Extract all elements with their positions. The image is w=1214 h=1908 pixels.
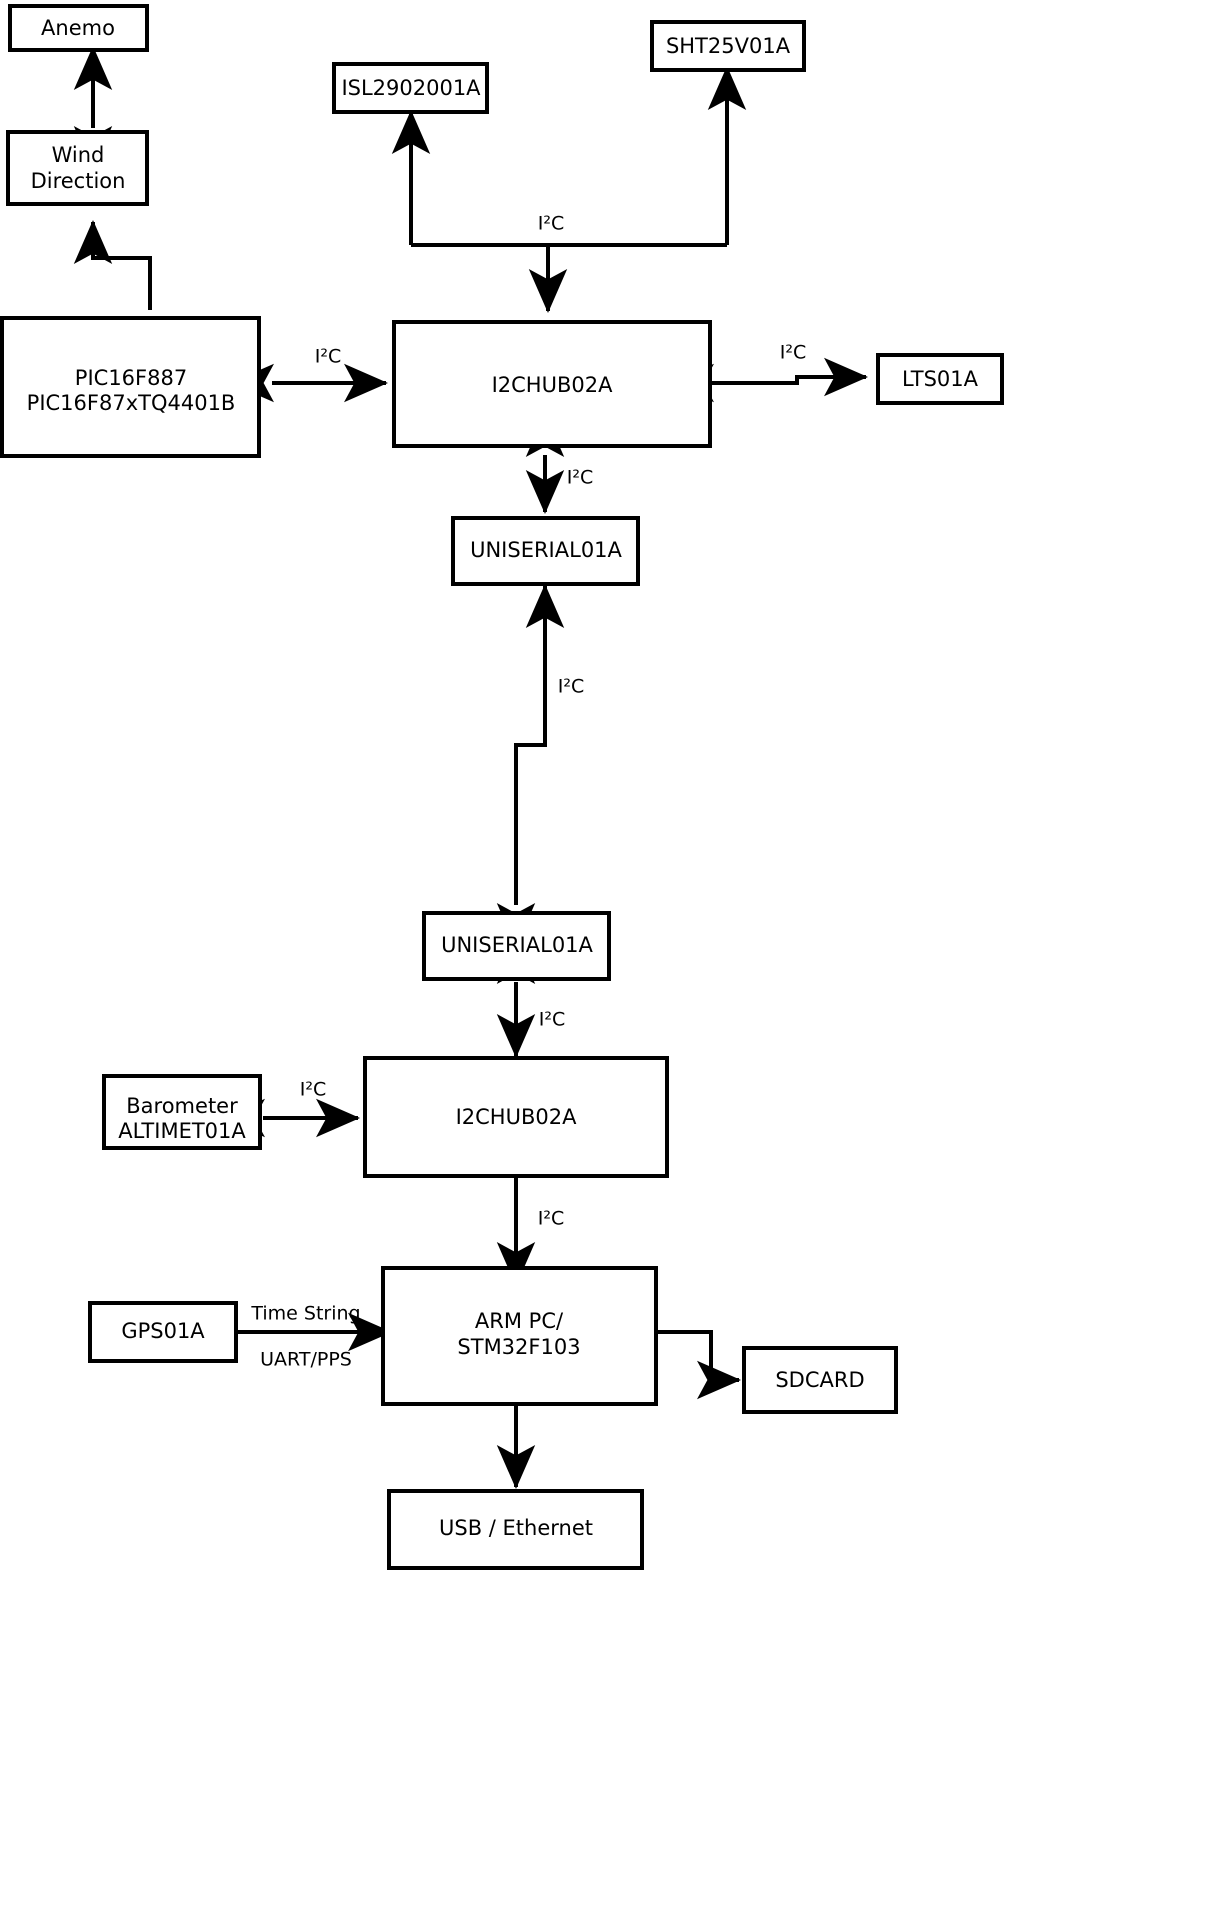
edge-label-i2c: I²C [538, 1208, 565, 1230]
edge-label-i2c: I²C [558, 676, 585, 698]
node-box[interactable] [422, 911, 611, 981]
node-box[interactable] [451, 516, 640, 586]
edge-line [670, 357, 868, 403]
node-label-wind-line1: Wind [52, 143, 105, 167]
edge-label-i2c: I²C [315, 346, 342, 368]
edge-label-i2c: I²C [300, 1079, 327, 1101]
edge-pic-wind [73, 220, 152, 310]
node-label-gps: GPS01A [121, 1319, 205, 1343]
node-box[interactable] [88, 1301, 238, 1363]
node-uniserial01a-bottom[interactable]: UNISERIAL01A [422, 911, 611, 981]
node-barometer-altimet01a[interactable]: Barometer ALTIMET01A [102, 1074, 262, 1150]
edge-label-time-string: Time String [250, 1303, 360, 1325]
node-sht25v01a[interactable]: SHT25V01A [650, 20, 806, 72]
node-label-uni-bottom: UNISERIAL01A [441, 933, 593, 957]
node-box[interactable] [102, 1074, 262, 1150]
node-label-sht: SHT25V01A [666, 34, 791, 58]
node-label-baro-line2: ALTIMET01A [118, 1119, 246, 1143]
edge-label-uart-pps: UART/PPS [260, 1349, 352, 1371]
edge-gps-arm: Time String UART/PPS [236, 1303, 392, 1371]
node-isl2902001a[interactable]: ISL2902001A [332, 62, 489, 114]
edge-line [614, 1312, 741, 1400]
node-i2chub02a-top[interactable]: I2CHUB02A [392, 320, 712, 448]
node-label-anemo: Anemo [41, 16, 115, 40]
node-uniserial01a-top[interactable]: UNISERIAL01A [451, 516, 640, 586]
node-wind-direction[interactable]: Wind Direction [6, 130, 149, 206]
node-box[interactable] [876, 353, 1004, 405]
node-label-hub-bottom: I2CHUB02A [456, 1105, 578, 1129]
node-label-wind-line2: Direction [31, 169, 126, 193]
node-label-isl: ISL2902001A [341, 76, 481, 100]
edge-label-i2c: I²C [538, 213, 565, 235]
edge-hubtop-unitop: I²C [525, 413, 594, 514]
edge-line [496, 584, 565, 947]
node-anemo[interactable]: Anemo [8, 4, 149, 52]
edge-line [73, 220, 152, 310]
node-box[interactable] [387, 1489, 644, 1570]
edge-baro-hubbot: I²C [221, 1079, 360, 1138]
edge-hubtop-lts: I²C [670, 342, 868, 403]
node-label-usb: USB / Ethernet [439, 1516, 593, 1540]
node-label-lts: LTS01A [902, 367, 979, 391]
node-sdcard[interactable]: SDCARD [742, 1346, 898, 1414]
node-label-baro-line1: Barometer [126, 1094, 238, 1118]
node-label-pic-line1: PIC16F887 [75, 366, 187, 390]
node-pic16f887[interactable]: PIC16F887 PIC16F87xTQ4401B [0, 316, 261, 458]
node-box[interactable] [332, 62, 489, 114]
node-i2chub02a-bottom[interactable]: I2CHUB02A [363, 1056, 669, 1178]
node-box[interactable] [381, 1266, 658, 1406]
node-label-pic-line2: PIC16F87xTQ4401B [27, 391, 236, 415]
node-usb-ethernet[interactable]: USB / Ethernet [387, 1489, 644, 1570]
node-arm-pc-stm32f103[interactable]: ARM PC/ STM32F103 [381, 1266, 658, 1406]
node-box[interactable] [392, 320, 712, 448]
node-label-sdcard: SDCARD [775, 1368, 864, 1392]
node-box[interactable] [6, 130, 149, 206]
node-box[interactable] [0, 316, 261, 458]
node-label-uni-top: UNISERIAL01A [470, 538, 622, 562]
edge-unitop-unibot: I²C [496, 584, 585, 947]
node-label-arm-line2: STM32F103 [457, 1335, 580, 1359]
node-box[interactable] [742, 1346, 898, 1414]
node-gps01a[interactable]: GPS01A [88, 1301, 238, 1363]
node-box[interactable] [8, 4, 149, 52]
edge-unibot-hubbot: I²C [496, 940, 566, 1058]
edge-arm-sdcard [614, 1312, 741, 1400]
node-label-hub-top: I2CHUB02A [492, 373, 614, 397]
edge-label-i2c: I²C [567, 467, 594, 489]
edge-label-i2c: I²C [539, 1009, 566, 1031]
edge-pic-hubtop: I²C [230, 346, 388, 403]
edge-hubtop-bus: I²C [391, 66, 747, 313]
node-box[interactable] [650, 20, 806, 72]
node-box[interactable] [363, 1056, 669, 1178]
edge-label-i2c: I²C [780, 342, 807, 364]
node-lts01a[interactable]: LTS01A [876, 353, 1004, 405]
node-label-arm-line1: ARM PC/ [475, 1309, 564, 1333]
